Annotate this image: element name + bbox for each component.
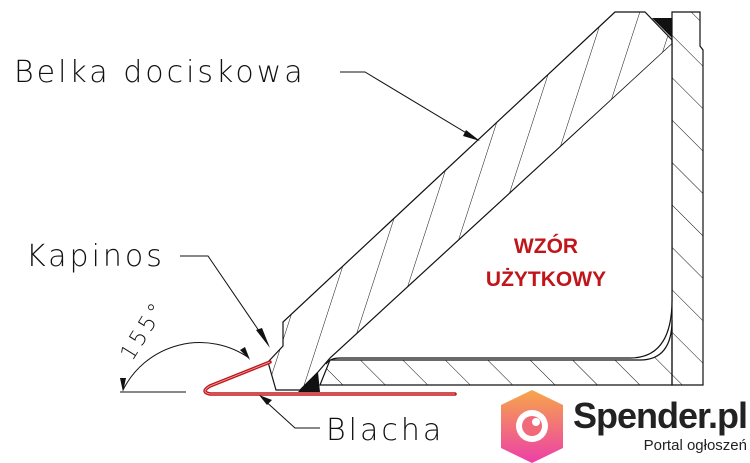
arrow-icon — [256, 328, 270, 348]
arrow-icon — [120, 378, 126, 392]
angle-label: 155° — [116, 297, 172, 365]
frame-bottom — [319, 319, 673, 386]
arrow-icon — [240, 347, 250, 360]
sheet-label: Blacha — [326, 413, 444, 448]
drip-leader — [180, 255, 269, 345]
sheet-leader — [261, 397, 320, 429]
utility-model-mark-line2: UŻYTKOWY — [486, 268, 606, 291]
arrow-icon — [463, 130, 480, 141]
beam-leader — [340, 71, 479, 141]
beam-label: Belka dociskowa — [14, 55, 306, 90]
arrow-icon — [259, 395, 272, 405]
weld-bottom — [298, 372, 320, 392]
angle-arc — [122, 342, 250, 391]
frame-wall — [671, 11, 704, 386]
logo-tagline: Portal ogłoszeń — [644, 437, 747, 454]
logo-name: Spender.pl — [573, 395, 747, 436]
weld-top — [652, 18, 672, 38]
spender-logo: Spender.pl Portal ogłoszeń — [501, 390, 748, 463]
utility-model-mark-line1: WZÓR — [514, 234, 578, 258]
frame-cavity — [325, 44, 673, 365]
drip-label: Kapinos — [26, 239, 165, 274]
